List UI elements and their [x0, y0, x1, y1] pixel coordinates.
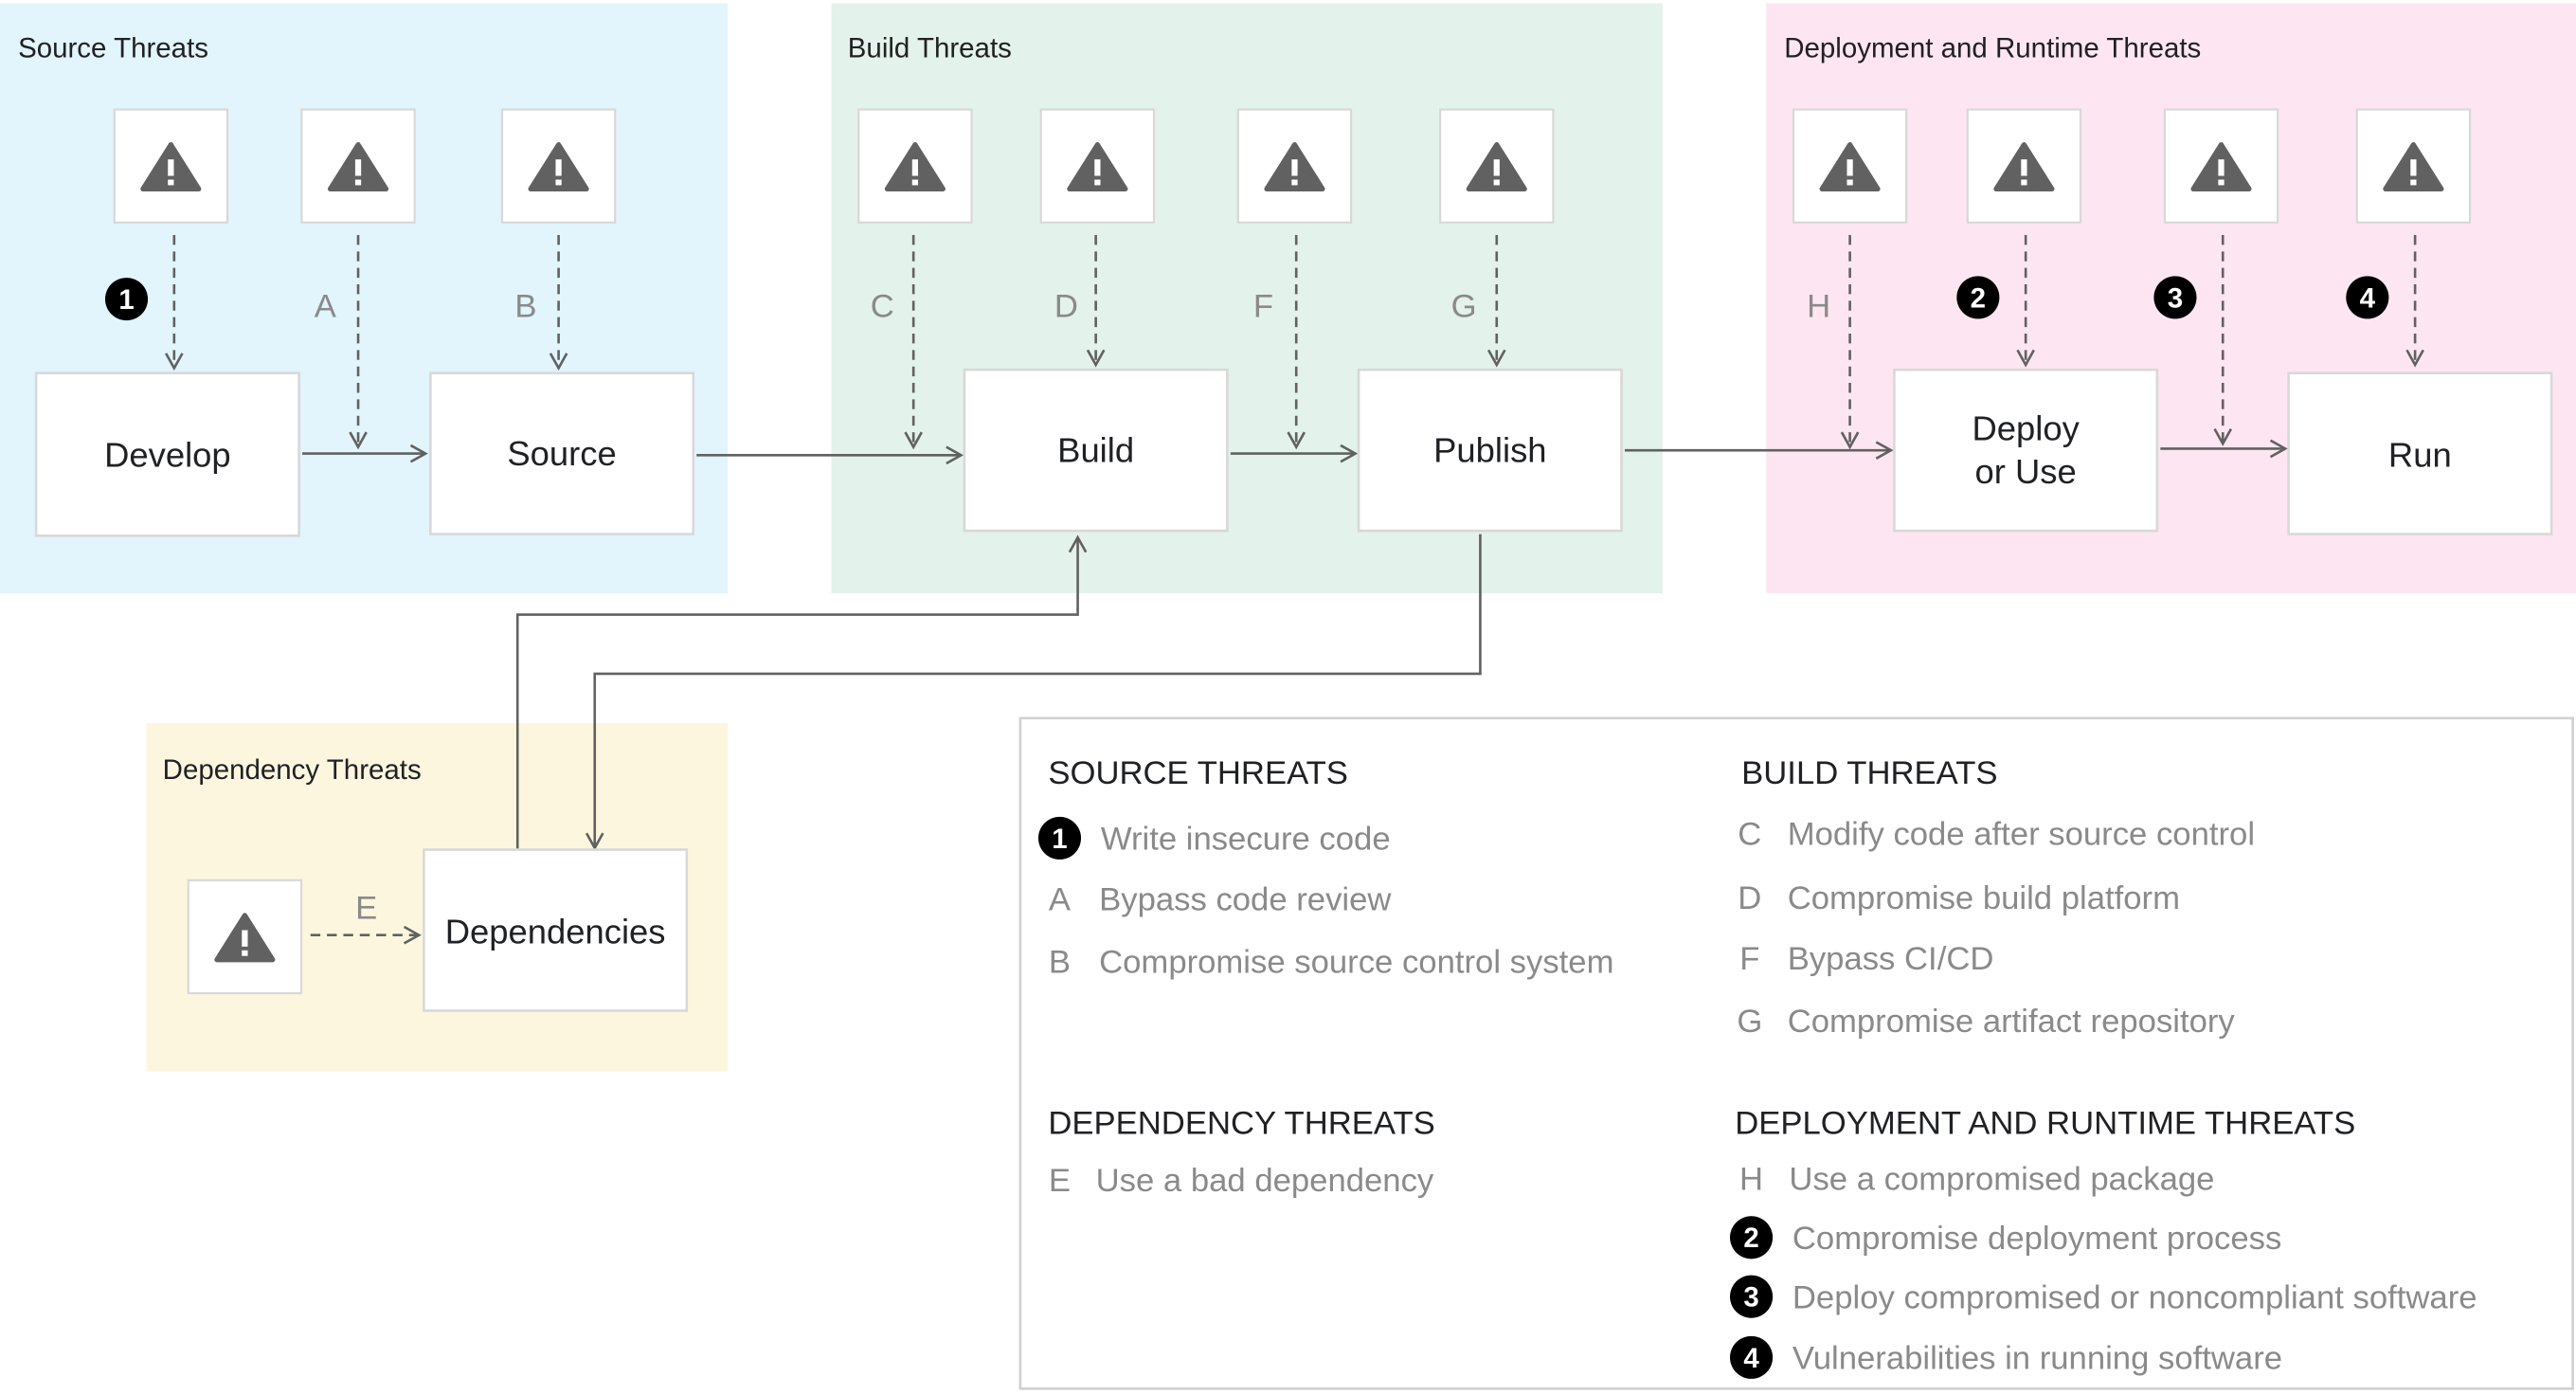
source-step-box	[429, 371, 695, 535]
svg-text:Bypass code review: Bypass code review	[1099, 882, 1392, 918]
build-step-box	[963, 368, 1229, 533]
warning-icon	[189, 880, 302, 994]
svg-text:2: 2	[1743, 1223, 1758, 1254]
warning-icon	[2357, 109, 2471, 223]
warning-icon	[1238, 109, 1352, 223]
svg-text:E: E	[1049, 1163, 1071, 1199]
legend-item: 1 Write insecure code	[1037, 816, 1391, 860]
legend-item: C Modify code after source control	[1738, 816, 2255, 852]
warning-icon	[301, 109, 415, 223]
svg-text:Compromise artifact repository: Compromise artifact repository	[1788, 1004, 2236, 1040]
threat-badge-4: 4	[2346, 276, 2389, 319]
run-step-label: Run	[2388, 435, 2452, 474]
svg-text:Bypass CI/CD: Bypass CI/CD	[1788, 941, 1994, 977]
legend-item: B Compromise source control system	[1049, 945, 1614, 981]
threat-badge-2: 2	[1956, 276, 2000, 319]
legend-item: H Use a compromised package	[1739, 1161, 2214, 1197]
warning-icon	[2165, 109, 2279, 223]
svg-text:1: 1	[118, 284, 134, 316]
svg-text:Write insecure code: Write insecure code	[1101, 822, 1391, 858]
svg-text:D: D	[1738, 880, 1761, 916]
svg-text:Modify code after source contr: Modify code after source control	[1788, 816, 2255, 852]
publish-step-label: Publish	[1433, 430, 1546, 469]
source-threats-title: Source Threats	[18, 33, 208, 64]
svg-text:C: C	[1738, 816, 1761, 852]
threat-label-c: C	[871, 289, 894, 325]
legend-item: 3 Deploy compromised or noncompliant sof…	[1730, 1275, 2477, 1318]
legend-panel	[1018, 716, 2574, 1390]
svg-text:G: G	[1737, 1004, 1762, 1040]
warning-icon	[502, 109, 616, 223]
warning-icon	[858, 109, 972, 223]
svg-text:Vulnerabilities in running sof: Vulnerabilities in running software	[1792, 1341, 2282, 1377]
dependencies-step-label: Dependencies	[445, 912, 666, 951]
threat-badge-1: 1	[104, 278, 149, 321]
threat-label-e: E	[355, 890, 377, 926]
dependency-threats-title: Dependency Threats	[163, 754, 422, 786]
develop-step-label: Develop	[104, 435, 231, 474]
deploy-step-box	[1893, 368, 2159, 533]
svg-text:Compromise source control syst: Compromise source control system	[1099, 945, 1613, 981]
svg-text:H: H	[1739, 1161, 1763, 1197]
threat-badge-3: 3	[2153, 276, 2197, 319]
threat-label-b: B	[514, 289, 536, 325]
legend-item: 4 Vulnerabilities in running software	[1730, 1335, 2282, 1379]
svg-text:2: 2	[1971, 282, 1986, 314]
legend-item: A Bypass code review	[1049, 882, 1392, 918]
dependencies-step-box	[423, 848, 689, 1012]
threat-label-d: D	[1054, 289, 1078, 325]
deployment-runtime-threats-title: Deployment and Runtime Threats	[1784, 33, 2201, 64]
legend-item: F Bypass CI/CD	[1739, 941, 1993, 977]
deploy-step-label-line1: Deploy	[1972, 409, 2080, 448]
legend-item: D Compromise build platform	[1738, 880, 2180, 916]
svg-text:Compromise deployment process: Compromise deployment process	[1792, 1221, 2281, 1257]
legend-source-title: SOURCE THREATS	[1048, 755, 1348, 791]
threat-label-f: F	[1253, 289, 1273, 325]
svg-text:Use a bad dependency: Use a bad dependency	[1096, 1163, 1434, 1199]
svg-text:Deploy compromised or noncompl: Deploy compromised or noncompliant softw…	[1792, 1279, 2477, 1315]
svg-text:1: 1	[1052, 824, 1067, 855]
warning-icon	[1440, 109, 1554, 223]
legend-dependency-title: DEPENDENCY THREATS	[1048, 1106, 1434, 1142]
run-step-box	[2287, 371, 2553, 535]
publish-step-box	[1357, 368, 1623, 533]
threat-label-g: G	[1451, 289, 1477, 325]
svg-text:F: F	[1739, 941, 1759, 977]
legend-deploy-title: DEPLOYMENT AND RUNTIME THREATS	[1735, 1106, 2355, 1142]
svg-text:A: A	[1049, 882, 1072, 918]
legend-item: E Use a bad dependency	[1049, 1163, 1434, 1199]
develop-step-box	[34, 371, 300, 537]
threat-label-a: A	[315, 289, 337, 325]
source-step-label: Source	[507, 434, 616, 473]
flow-arrow-publish-dependencies	[585, 534, 1482, 851]
warning-icon	[1793, 109, 1907, 223]
warning-icon	[115, 109, 228, 223]
svg-text:3: 3	[2168, 282, 2183, 314]
legend-item: 2 Compromise deployment process	[1730, 1216, 2281, 1259]
build-threats-title: Build Threats	[848, 33, 1012, 64]
svg-text:Use a compromised package: Use a compromised package	[1789, 1161, 2214, 1197]
warning-icon	[1968, 109, 2081, 223]
svg-text:4: 4	[1743, 1343, 1759, 1374]
build-step-label: Build	[1057, 430, 1134, 469]
warning-icon	[1041, 109, 1155, 223]
svg-text:B: B	[1049, 945, 1071, 981]
svg-text:4: 4	[2360, 282, 2376, 314]
threat-label-h: H	[1807, 289, 1830, 325]
svg-text:Compromise build platform: Compromise build platform	[1788, 880, 2180, 916]
legend-build-title: BUILD THREATS	[1741, 755, 1997, 791]
svg-text:3: 3	[1743, 1282, 1758, 1313]
deploy-step-label-line2: or Use	[1975, 452, 2077, 491]
flow-arrow-dependencies-build	[515, 534, 1088, 850]
legend-item: G Compromise artifact repository	[1737, 1004, 2235, 1040]
